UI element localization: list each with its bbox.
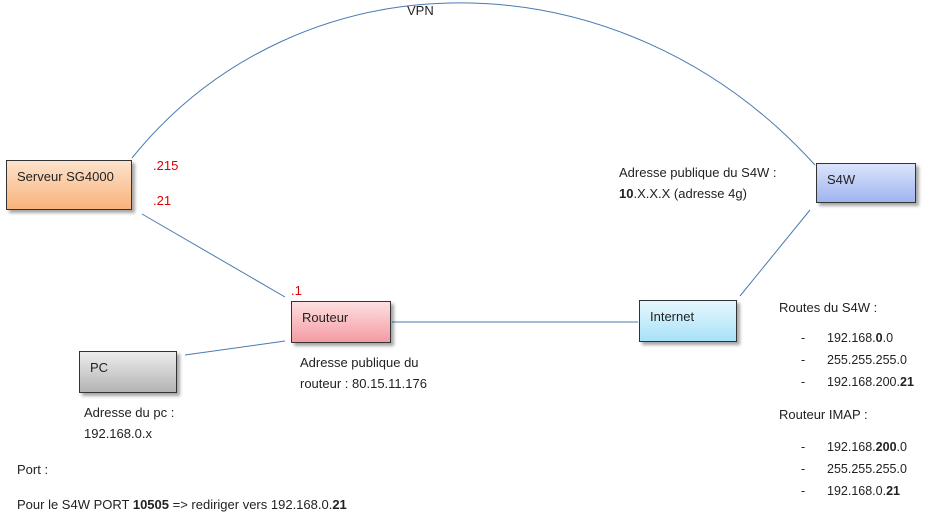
s4w-public-line1: Adresse publique du S4W : <box>619 165 777 180</box>
routeur-imap-list: - 192.168.200.0 - 255.255.255.0 - 192.16… <box>801 440 907 498</box>
port-title: Port : <box>17 462 49 477</box>
wire-internet-s4w <box>739 209 811 297</box>
serveur-label: Serveur SG4000 <box>17 169 114 184</box>
s4w-public-address: Adresse publique du S4W : 10.X.X.X (adre… <box>619 162 777 204</box>
s4w-node: S4W <box>816 163 916 203</box>
pc-node: PC <box>79 351 177 393</box>
routeur-label: Routeur <box>302 310 349 325</box>
routeur-public-line2: routeur : 80.15.11.176 <box>300 376 427 391</box>
routeur-public-line1: Adresse publique du <box>300 355 419 370</box>
ip-routeur-lan: .1 <box>291 283 302 298</box>
port-rule: Pour le S4W PORT 10505 => rediriger vers… <box>17 497 347 512</box>
routes-s4w-list: - 192.168.0.0 - 255.255.255.0 - 192.168.… <box>801 331 914 389</box>
serveur-sg4000-node: Serveur SG4000 <box>6 160 132 210</box>
routes-s4w-title: Routes du S4W : <box>779 300 878 315</box>
pc-label: PC <box>90 360 109 375</box>
ip-serveur-vpn: .215 <box>153 158 179 173</box>
wire-pc-routeur <box>184 340 286 356</box>
routeur-public-address: Adresse publique du routeur : 80.15.11.1… <box>300 352 427 394</box>
internet-label: Internet <box>650 309 695 324</box>
routeur-node: Routeur <box>291 301 391 343</box>
pc-address-line2: 192.168.0.x <box>84 426 152 441</box>
internet-node: Internet <box>639 300 737 342</box>
wire-serveur-routeur <box>141 213 286 298</box>
routeur-imap-title: Routeur IMAP : <box>779 407 868 422</box>
s4w-public-line2: 10.X.X.X (adresse 4g) <box>619 186 747 201</box>
s4w-label: S4W <box>827 172 856 187</box>
ip-serveur-lan: .21 <box>153 193 172 208</box>
pc-address: Adresse du pc : 192.168.0.x <box>84 402 174 444</box>
pc-address-line1: Adresse du pc : <box>84 405 175 420</box>
vpn-label: VPN <box>407 3 434 18</box>
vpn-arc <box>131 2 816 166</box>
